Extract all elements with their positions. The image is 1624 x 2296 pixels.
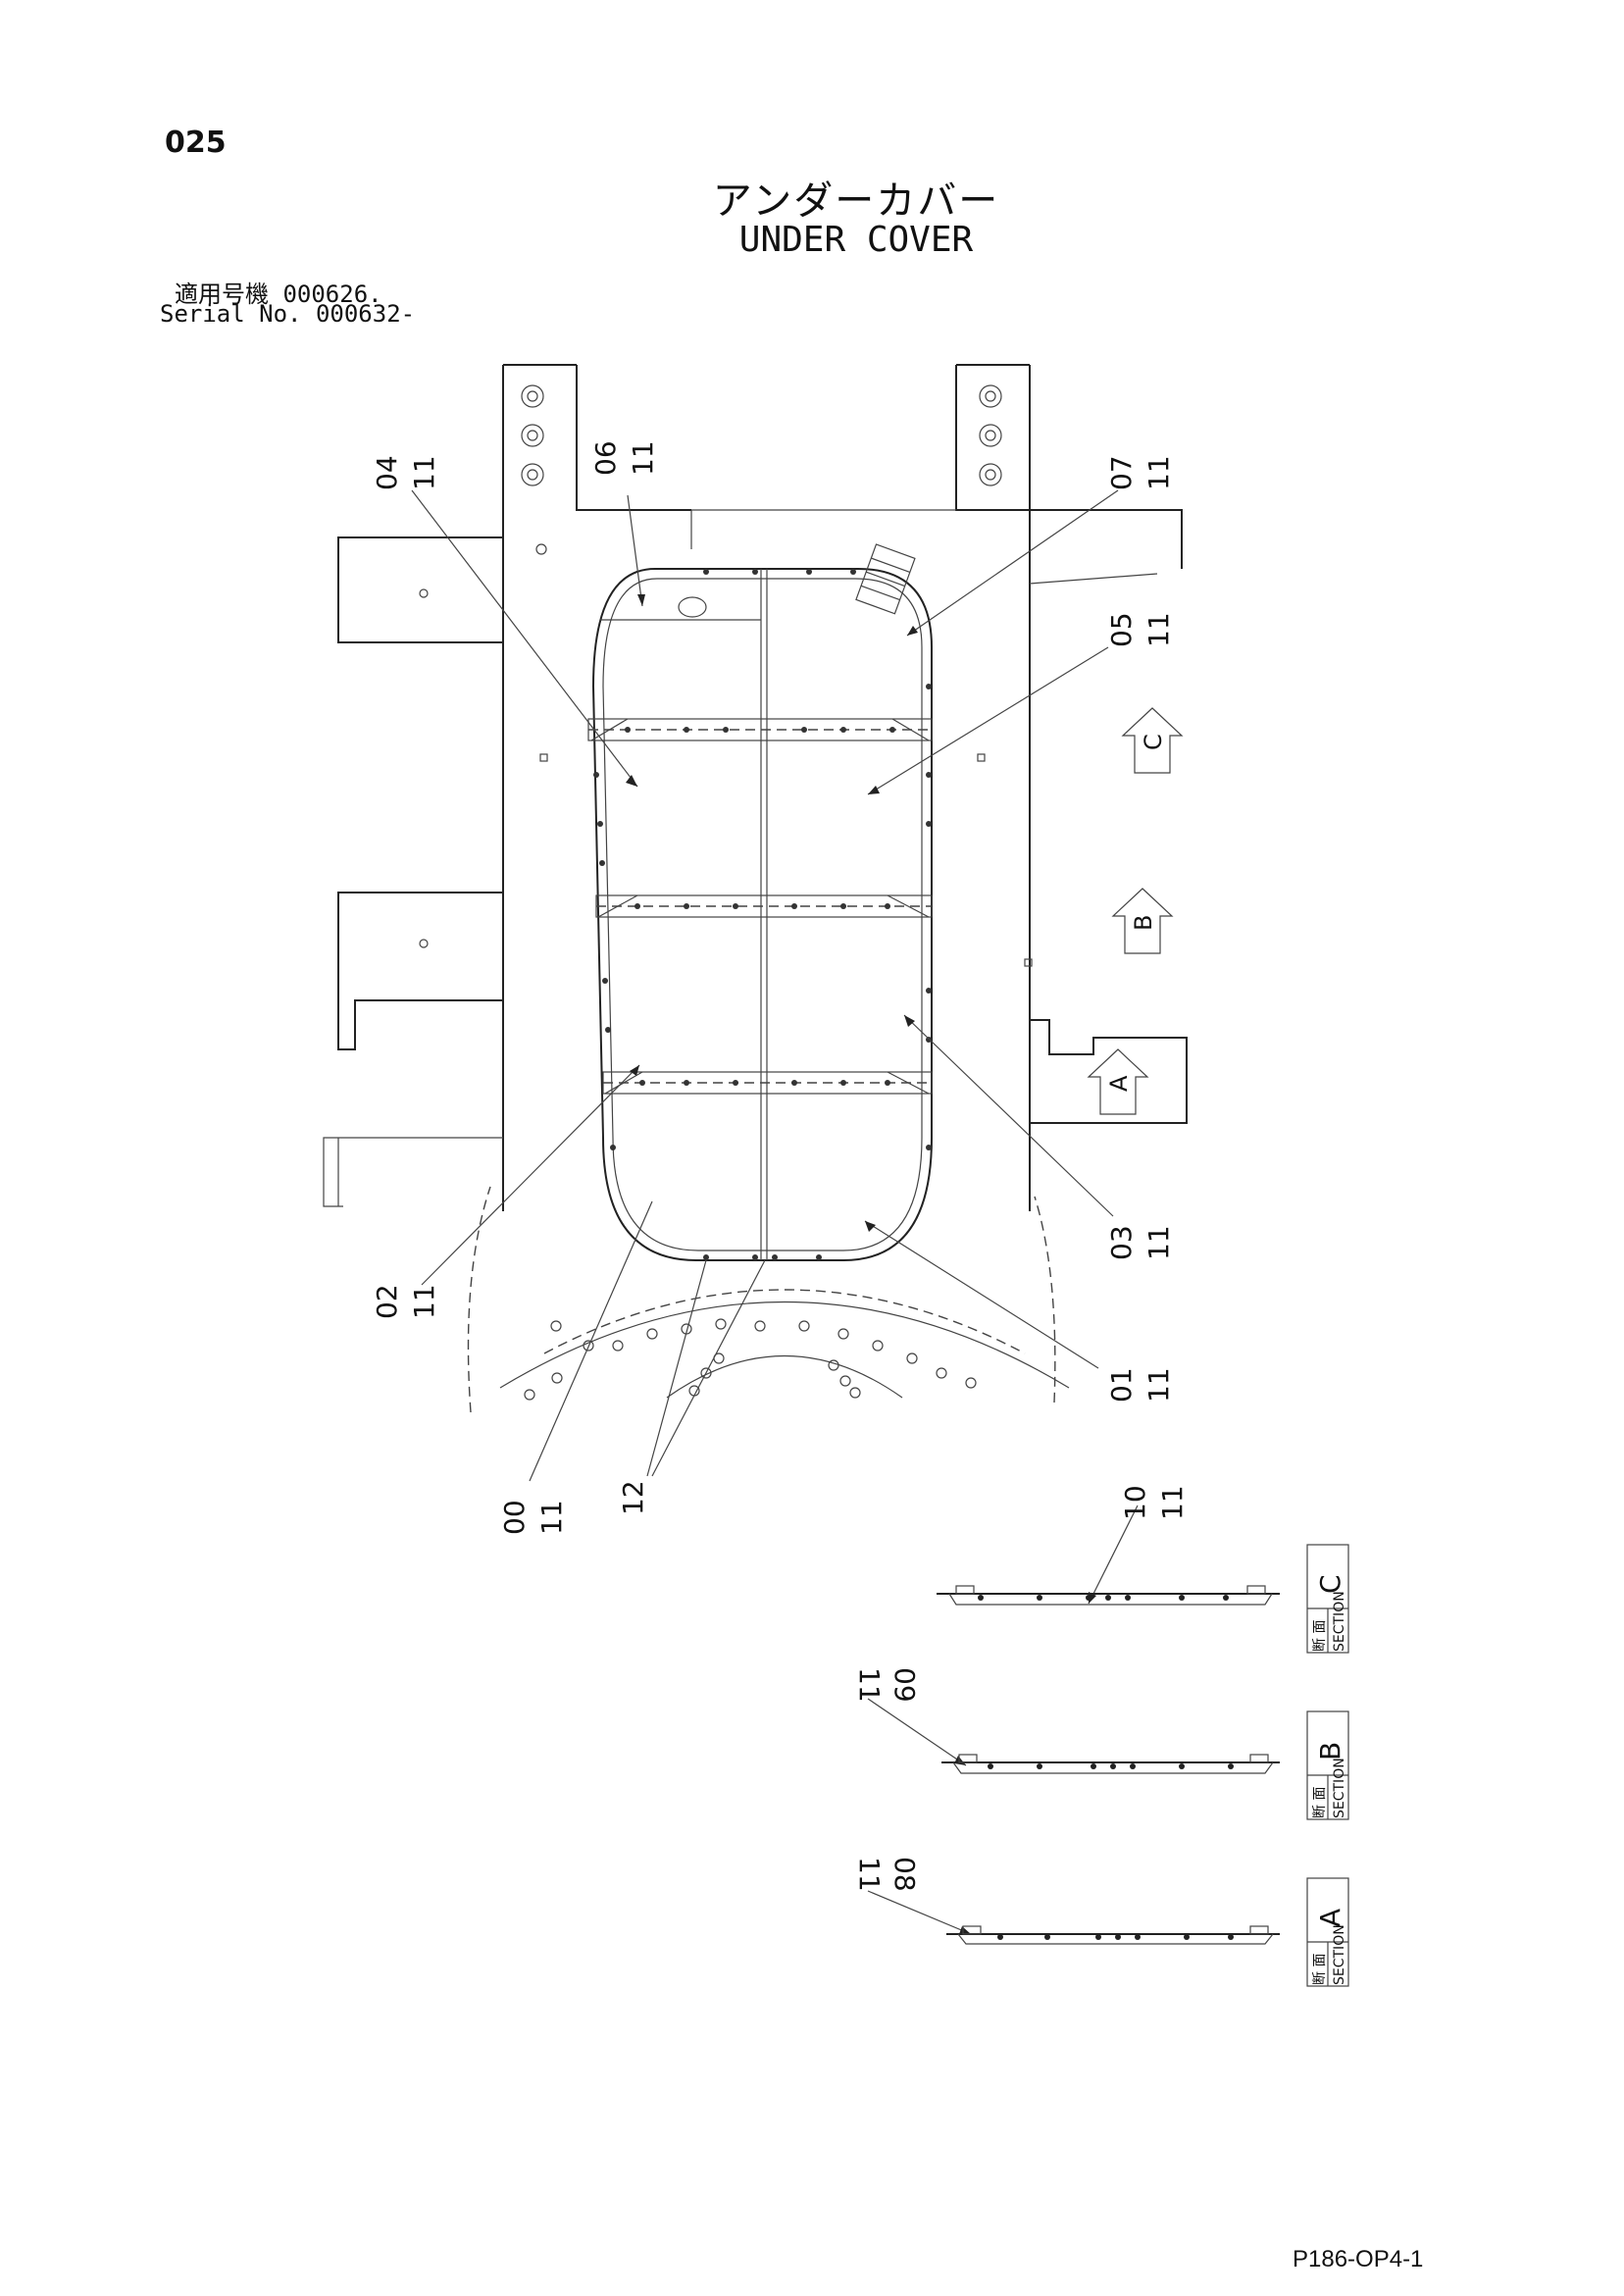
section-b-word: SECTION [1332,1758,1347,1818]
section-c-jp: 断 面 [1312,1620,1328,1652]
title-english: UNDER COVER [738,220,974,260]
callout-labels: 04 11 06 11 07 11 05 11 03 11 02 11 01 1… [371,440,1189,1891]
callout-10-ref: 10 [1119,1485,1151,1520]
serial-label-jp: 適用号機 [175,281,269,308]
page-number: 025 [165,126,227,160]
view-marker-b: B [1111,888,1174,954]
serial-value-1: 000626. [282,281,382,308]
title-japanese: アンダーカバー [712,179,1000,224]
callout-04-ref: 04 [371,455,403,490]
callout-02-qty: 11 [408,1284,440,1319]
callout-00-qty: 11 [535,1500,568,1535]
under-cover-assembly [587,543,933,1261]
section-a-word: SECTION [1332,1924,1347,1985]
serial-row-2: Serial No. 000632- [160,300,415,328]
callout-01-qty: 11 [1142,1367,1175,1403]
callout-06-qty: 11 [627,440,659,476]
callout-02-ref: 02 [371,1284,403,1319]
section-view-a [946,1925,1280,1945]
section-c-word: SECTION [1332,1591,1347,1652]
callout-09-qty: 11 [853,1667,886,1703]
section-view-b [941,1754,1280,1774]
callout-07-qty: 11 [1142,455,1175,490]
section-view-c [937,1585,1280,1606]
view-marker-a: A [1087,1048,1149,1115]
callout-00-ref: 00 [498,1500,531,1535]
section-label-a: A SECTION 断 面 [1306,1877,1349,1987]
view-marker-b-letter: B [1130,915,1157,931]
frame-outline [323,364,1188,1413]
section-b-letter: B [1314,1742,1346,1760]
section-label-c: C SECTION 断 面 [1306,1544,1349,1654]
callout-08-qty: 11 [853,1857,886,1892]
serial-label-en: Serial No. [160,300,302,328]
section-b-jp: 断 面 [1312,1787,1328,1818]
section-label-b: B SECTION 断 面 [1306,1710,1349,1820]
callout-05-ref: 05 [1105,612,1138,647]
section-a-jp: 断 面 [1312,1954,1328,1985]
view-marker-a-letter: A [1105,1075,1133,1092]
view-marker-c: C [1121,707,1184,774]
drawing-code: P186-OP4-1 [1293,2246,1424,2272]
rail-bolts [419,384,1033,1401]
serial-value-2: 000632- [315,300,416,328]
callout-03-ref: 03 [1105,1225,1138,1260]
callout-08-ref: 08 [888,1857,921,1892]
callout-04-qty: 11 [408,455,440,490]
section-c-letter: C [1314,1574,1346,1594]
view-marker-c-letter: C [1140,734,1167,750]
callout-03-qty: 11 [1142,1225,1175,1260]
callout-01-ref: 01 [1105,1367,1138,1403]
leader-lines [411,489,1139,1935]
callout-07-ref: 07 [1105,455,1138,490]
callout-10-qty: 11 [1156,1485,1189,1520]
serial-row-1: 適用号機 000626. [175,275,382,309]
view-markers: C B A [1087,707,1184,1115]
section-a-letter: A [1314,1909,1346,1927]
callout-09-ref: 09 [888,1667,921,1703]
callout-06-ref: 06 [589,440,622,476]
callout-05-qty: 11 [1142,612,1175,647]
callout-12-ref: 12 [617,1480,649,1515]
